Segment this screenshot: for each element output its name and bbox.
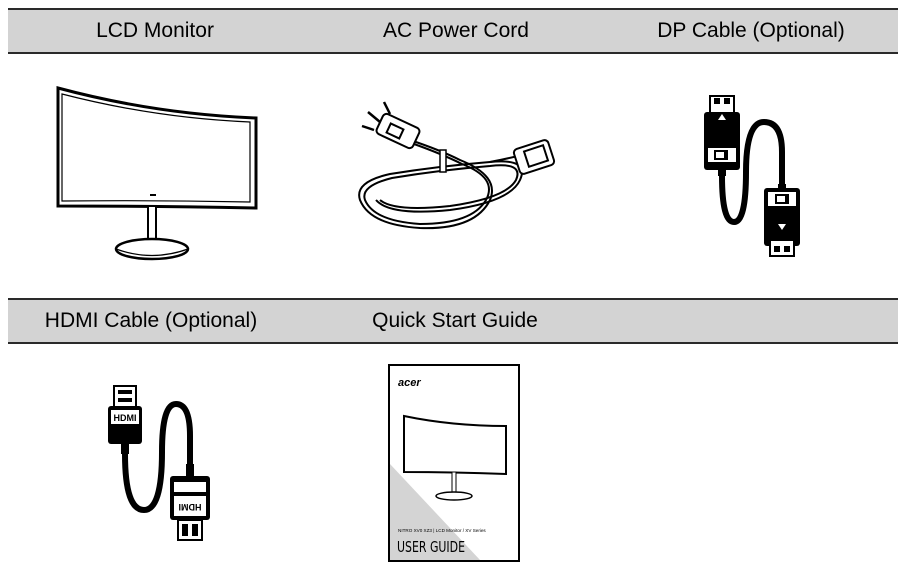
hdmi-cable-icon: HDMI HDMI (100, 382, 216, 544)
header-band-row-2: HDMI Cable (Optional) Quick Start Guide (8, 298, 898, 344)
item-label-ac-power-cord: AC Power Cord (383, 19, 529, 42)
guide-title: USER GUIDE (397, 538, 465, 556)
user-guide-icon: acer NITRO XV0 XZ3 | LCD Monitor / XV Se… (388, 364, 520, 564)
header-band-row-1: LCD Monitor AC Power Cord DP Cable (Opti… (8, 8, 898, 54)
item-label-quick-start-guide: Quick Start Guide (372, 309, 538, 332)
guide-brand: acer (398, 377, 421, 389)
hdmi-top-label: HDMI (114, 413, 137, 423)
hdmi-bottom-label: HDMI (179, 502, 202, 512)
guide-model-line: NITRO XV0 XZ3 | LCD Monitor / XV Series (398, 528, 486, 533)
item-label-hdmi-cable: HDMI Cable (Optional) (44, 309, 258, 332)
dp-cable-icon (688, 92, 808, 260)
item-label-lcd-monitor: LCD Monitor (96, 19, 214, 42)
item-label-dp-cable: DP Cable (Optional) (657, 19, 845, 42)
power-cord-icon (340, 100, 570, 250)
lcd-monitor-icon (52, 84, 262, 268)
